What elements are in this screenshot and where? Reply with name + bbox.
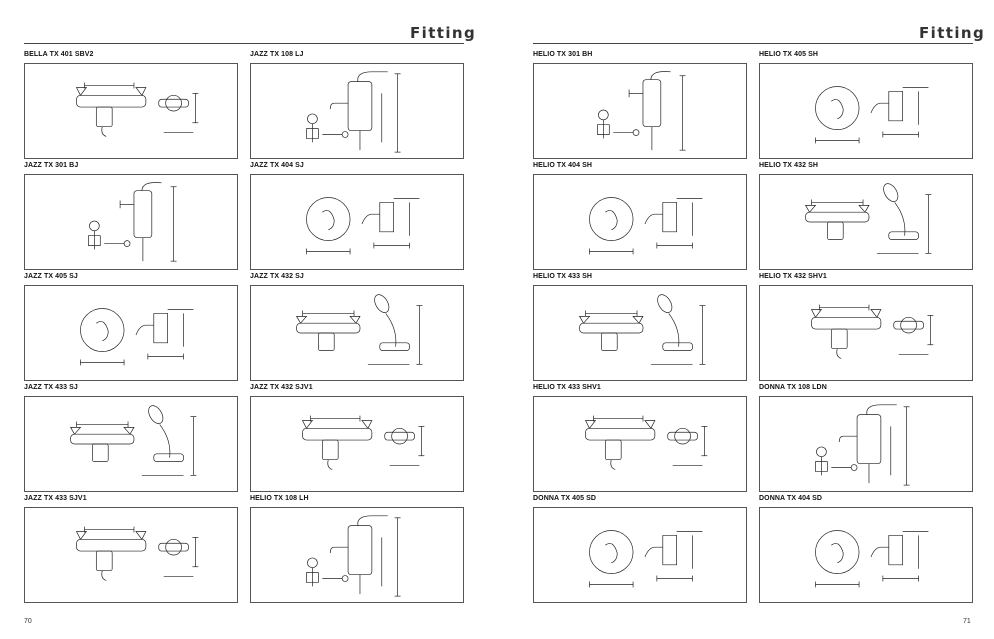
product-cell: DONNA TX 404 SD [759,492,973,603]
technical-drawing-frame [24,396,238,492]
product-model-label: HELIO TX 301 BH [533,51,593,58]
technical-drawing-frame [759,63,973,159]
product-cell: JAZZ TX 433 SJ [24,381,238,492]
technical-drawing [251,286,463,380]
technical-drawing [251,508,463,602]
product-cell: HELIO TX 301 BH [533,48,747,159]
technical-drawing-frame [759,507,973,603]
technical-drawing [251,175,463,269]
technical-drawing [534,64,746,158]
product-grid-left: BELLA TX 401 SBV2 JAZZ TX 108 LJ JAZZ TX… [24,48,464,603]
product-model-label: JAZZ TX 433 SJ [24,384,78,391]
product-cell: JAZZ TX 404 SJ [250,159,464,270]
technical-drawing-frame [24,174,238,270]
technical-drawing-frame [250,63,464,159]
technical-drawing [534,397,746,491]
section-title-right: Fitting [919,24,986,42]
product-cell: HELIO TX 433 SH [533,270,747,381]
product-cell: JAZZ TX 433 SJV1 [24,492,238,603]
technical-drawing [25,64,237,158]
product-cell: BELLA TX 401 SBV2 [24,48,238,159]
page-number-left: 70 [24,618,32,625]
product-cell: JAZZ TX 301 BJ [24,159,238,270]
technical-drawing-frame [250,507,464,603]
product-model-label: JAZZ TX 432 SJ [250,273,304,280]
product-model-label: HELIO TX 108 LH [250,495,309,502]
product-cell: HELIO TX 432 SHV1 [759,270,973,381]
product-cell: DONNA TX 405 SD [533,492,747,603]
product-model-label: HELIO TX 433 SH [533,273,593,280]
header-rule-right [533,43,973,44]
product-model-label: JAZZ TX 404 SJ [250,162,304,169]
technical-drawing-frame [533,396,747,492]
technical-drawing [251,64,463,158]
technical-drawing-frame [759,285,973,381]
technical-drawing-frame [533,174,747,270]
technical-drawing-frame [533,507,747,603]
product-cell: HELIO TX 108 LH [250,492,464,603]
technical-drawing-frame [24,507,238,603]
technical-drawing-frame [24,285,238,381]
product-model-label: DONNA TX 108 LDN [759,384,827,391]
product-model-label: DONNA TX 405 SD [533,495,597,502]
product-cell: HELIO TX 433 SHV1 [533,381,747,492]
product-cell: DONNA TX 108 LDN [759,381,973,492]
technical-drawing [25,286,237,380]
product-model-label: HELIO TX 432 SHV1 [759,273,827,280]
product-model-label: JAZZ TX 108 LJ [250,51,304,58]
technical-drawing-frame [250,174,464,270]
technical-drawing [25,397,237,491]
product-model-label: DONNA TX 404 SD [759,495,823,502]
technical-drawing [534,286,746,380]
technical-drawing [25,508,237,602]
product-model-label: JAZZ TX 433 SJV1 [24,495,87,502]
product-cell: JAZZ TX 405 SJ [24,270,238,381]
product-model-label: BELLA TX 401 SBV2 [24,51,94,58]
technical-drawing [251,397,463,491]
product-model-label: HELIO TX 404 SH [533,162,593,169]
technical-drawing [760,286,972,380]
product-cell: JAZZ TX 108 LJ [250,48,464,159]
technical-drawing-frame [759,174,973,270]
product-model-label: JAZZ TX 405 SJ [24,273,78,280]
technical-drawing-frame [759,396,973,492]
product-cell: HELIO TX 405 SH [759,48,973,159]
product-cell: JAZZ TX 432 SJ [250,270,464,381]
technical-drawing-frame [24,63,238,159]
product-cell: JAZZ TX 432 SJV1 [250,381,464,492]
technical-drawing [25,175,237,269]
product-model-label: HELIO TX 433 SHV1 [533,384,601,391]
technical-drawing [760,64,972,158]
technical-drawing [760,397,972,491]
product-model-label: JAZZ TX 301 BJ [24,162,79,169]
product-grid-right: HELIO TX 301 BH HELIO TX 405 SH HELIO TX… [533,48,973,603]
section-title-left: Fitting [410,24,477,42]
product-model-label: JAZZ TX 432 SJV1 [250,384,313,391]
product-model-label: HELIO TX 405 SH [759,51,819,58]
technical-drawing-frame [250,396,464,492]
technical-drawing-frame [533,285,747,381]
technical-drawing [534,175,746,269]
technical-drawing [534,508,746,602]
technical-drawing [760,508,972,602]
technical-drawing [760,175,972,269]
header-rule-left [24,43,464,44]
product-model-label: HELIO TX 432 SH [759,162,819,169]
page-number-right: 71 [963,618,971,625]
technical-drawing-frame [250,285,464,381]
product-cell: HELIO TX 432 SH [759,159,973,270]
product-cell: HELIO TX 404 SH [533,159,747,270]
technical-drawing-frame [533,63,747,159]
